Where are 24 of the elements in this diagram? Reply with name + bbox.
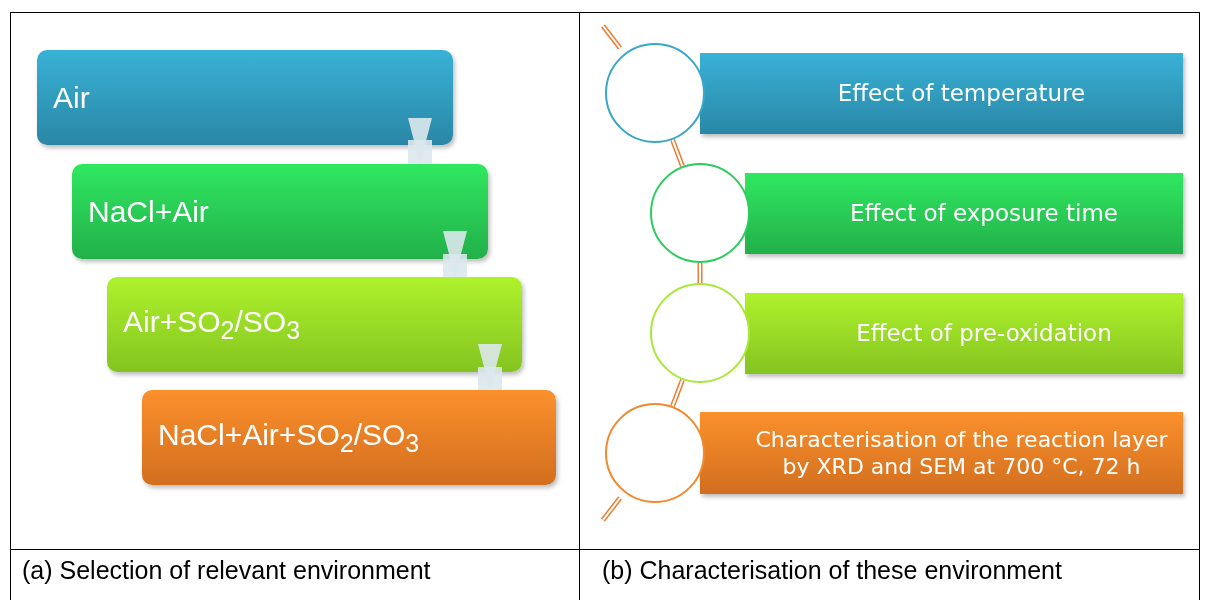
box-label: Air bbox=[53, 79, 90, 116]
block-arrow bbox=[443, 231, 467, 277]
process-box bbox=[37, 50, 453, 145]
caption: (b) Characterisation of these environment bbox=[602, 556, 1062, 585]
box-label: Effect of temperature bbox=[837, 79, 1086, 108]
double-line bbox=[670, 378, 685, 408]
caption: (a) Selection of relevant environment bbox=[22, 556, 431, 585]
box-label: Effect of exposure time bbox=[850, 199, 1118, 228]
box-label: Effect of pre-oxidation bbox=[856, 319, 1112, 348]
block-arrow bbox=[478, 344, 502, 390]
box-label: Air+SO$_{2}$/SO$_{3}$ bbox=[123, 303, 301, 346]
block-arrow bbox=[408, 118, 432, 164]
process-box bbox=[107, 277, 522, 372]
step-bar bbox=[745, 173, 1183, 254]
double-line bbox=[697, 262, 703, 284]
process-box bbox=[72, 164, 488, 259]
double-line bbox=[670, 138, 685, 168]
box-label: NaCl+Air+SO$_{2}$/SO$_{3}$ bbox=[158, 416, 420, 459]
step-bar bbox=[745, 293, 1183, 374]
step-bar bbox=[700, 412, 1183, 494]
box-label: NaCl+Air bbox=[88, 193, 209, 230]
box-label: Characterisation of the reaction layer by XRD and SEM at 700 °C, 72 h bbox=[754, 425, 1169, 481]
step-bar bbox=[700, 53, 1183, 134]
process-box bbox=[142, 390, 556, 485]
